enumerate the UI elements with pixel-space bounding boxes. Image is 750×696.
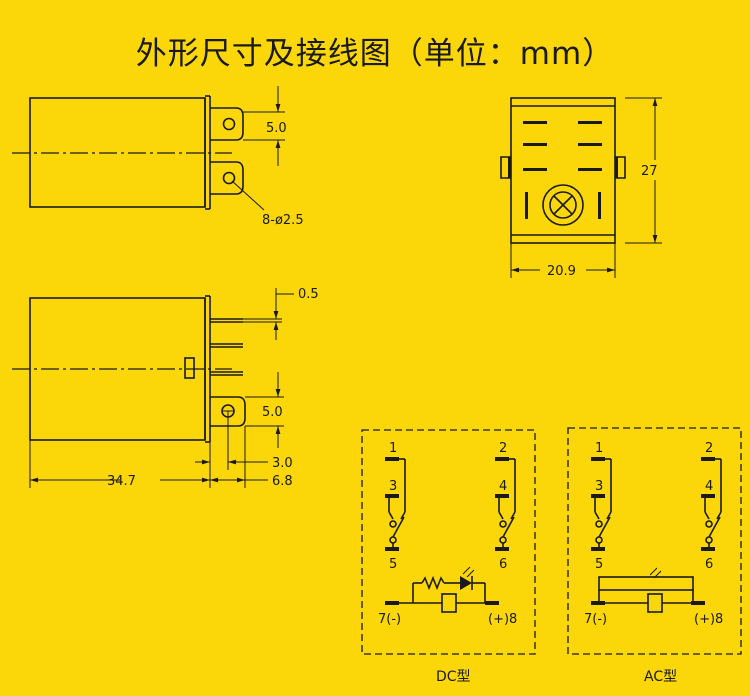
ac-pin-6-label: 6 bbox=[705, 557, 713, 572]
dim-pin-hole: 8-ø2.5 bbox=[262, 213, 304, 228]
dc-pin-8-label: (+)8 bbox=[488, 612, 517, 627]
dc-wiring-diagram: 1 2 3 4 5 6 7(-) (+)8 bbox=[361, 429, 536, 685]
dim-pin-offset: 3.0 bbox=[272, 456, 293, 471]
dim-pin-thickness: 0.5 bbox=[298, 287, 319, 302]
dc-type-label: DC型 bbox=[436, 669, 471, 685]
bottom-view: 27 20.9 bbox=[500, 97, 662, 279]
ac-pin-2-label: 2 bbox=[705, 441, 713, 456]
page-title: 外形尺寸及接线图（单位：mm） bbox=[135, 36, 615, 72]
ac-pin-3-label: 3 bbox=[595, 479, 603, 494]
ac-pin-8-label: (+)8 bbox=[694, 612, 723, 627]
dc-pin-3-label: 3 bbox=[389, 479, 397, 494]
ac-wiring-diagram: 1 2 3 4 5 6 7(-) (+)8 bbox=[567, 427, 742, 685]
dim-width: 20.9 bbox=[547, 264, 576, 279]
dc-pin-6-label: 6 bbox=[499, 557, 507, 572]
dc-pin-2-label: 2 bbox=[499, 441, 507, 456]
dc-pin-1-label: 1 bbox=[389, 441, 397, 456]
dim-pin-pitch-side: 5.0 bbox=[262, 405, 283, 420]
dim-body-length: 34.7 bbox=[107, 474, 136, 489]
dc-pin-5-label: 5 bbox=[389, 557, 397, 572]
dim-pin-pitch-top: 5.0 bbox=[266, 121, 287, 136]
ac-type-label: AC型 bbox=[644, 669, 677, 685]
ac-pin-1-label: 1 bbox=[595, 441, 603, 456]
top-view: 5.0 8-ø2.5 bbox=[12, 86, 304, 228]
ac-pin-7-label: 7(-) bbox=[584, 612, 607, 627]
dc-pin-7-label: 7(-) bbox=[378, 612, 401, 627]
side-view: 0.5 5.0 3.0 34.7 6.8 bbox=[12, 287, 319, 489]
dc-pin-4-label: 4 bbox=[499, 479, 507, 494]
dim-pin-length: 6.8 bbox=[272, 474, 293, 489]
dim-height: 27 bbox=[641, 164, 658, 179]
ac-pin-5-label: 5 bbox=[595, 557, 603, 572]
ac-pin-4-label: 4 bbox=[705, 479, 713, 494]
